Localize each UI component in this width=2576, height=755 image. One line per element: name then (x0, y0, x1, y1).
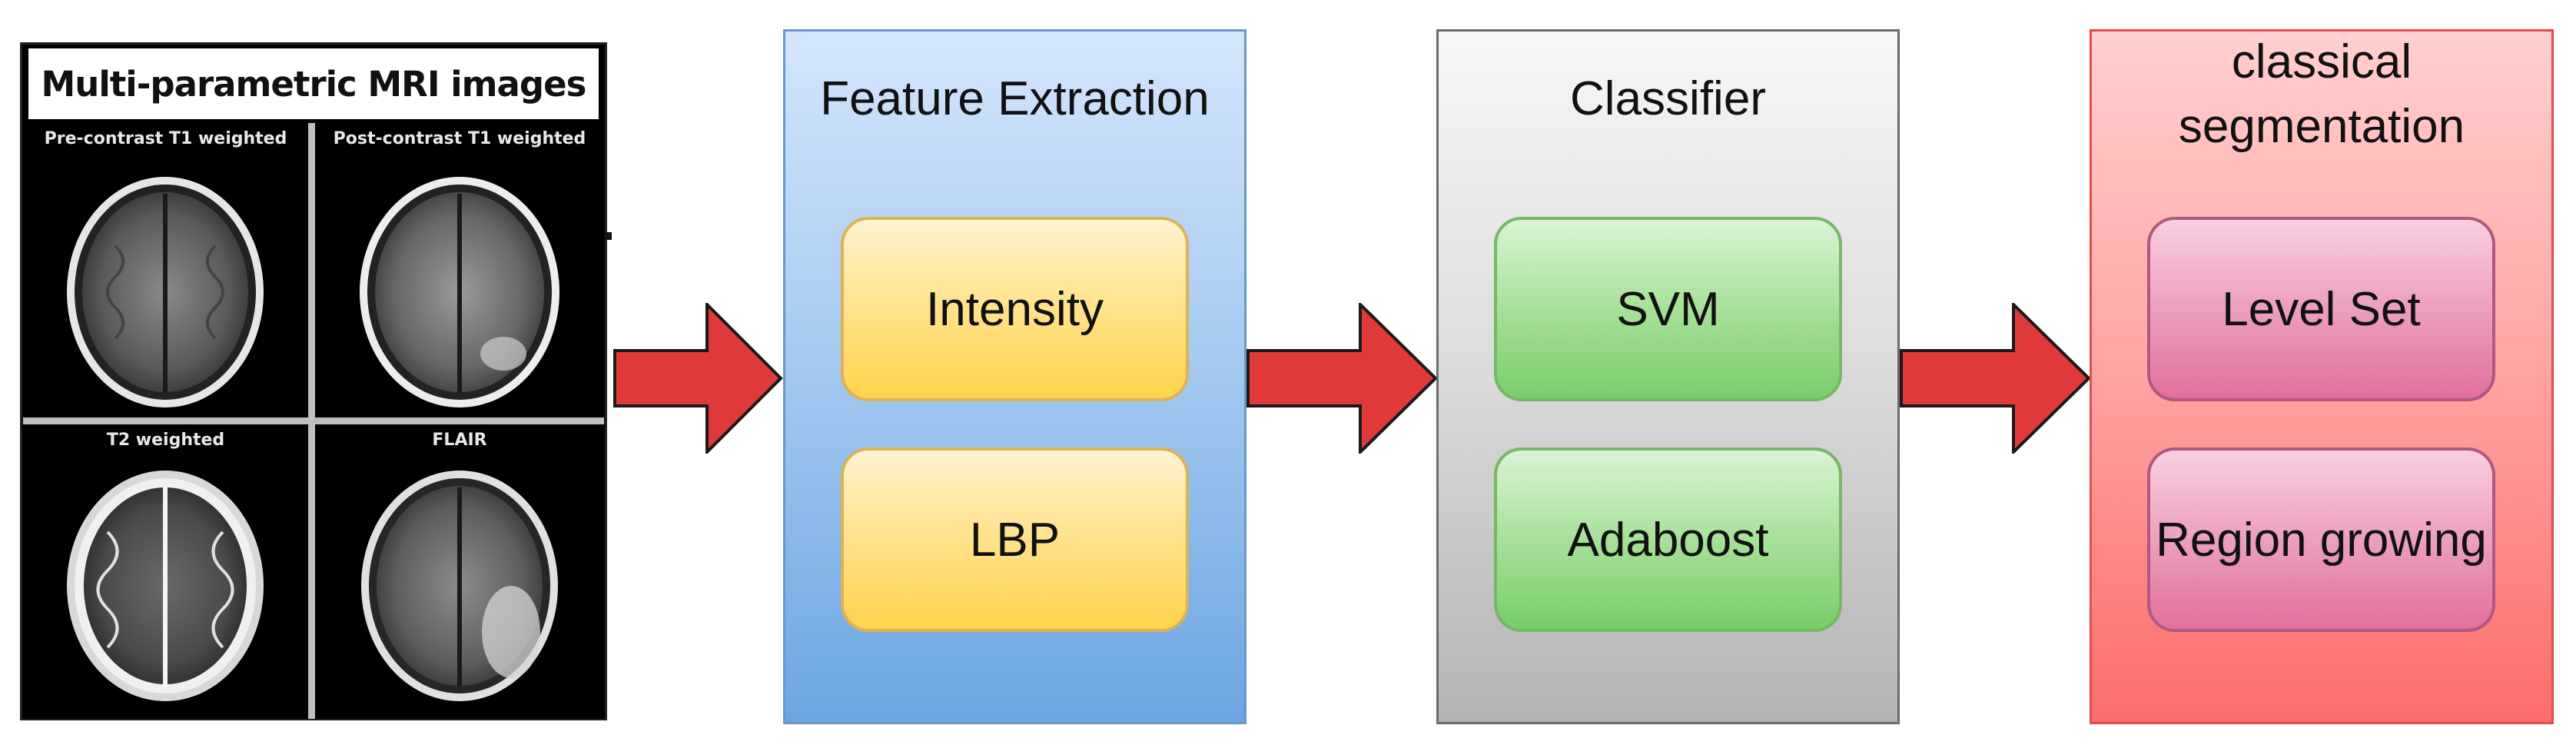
classical-segmentation-title-line-2: segmentation (2178, 100, 2465, 153)
svm-box: SVM (1494, 217, 1842, 401)
mri-image-post-contrast-t1: Post-contrast T1 weighted (315, 123, 604, 417)
mri-image-pre-contrast-t1: Pre-contrast T1 weighted (23, 123, 308, 417)
level-set-box: Level Set (2147, 217, 2495, 401)
classical-segmentation-title-line-1: classical (2231, 35, 2412, 88)
classical-segmentation-stage: classical segmentation Level Set Region … (2090, 29, 2554, 724)
intensity-box: Intensity (841, 217, 1189, 401)
mri-label-post-contrast-t1: Post-contrast T1 weighted (333, 129, 586, 148)
right-arrow-icon-2 (1247, 303, 1439, 454)
mri-image-t2-weighted: T2 weighted (23, 424, 308, 719)
right-arrow-icon-1 (613, 303, 784, 454)
mri-panel-title: Multi-parametric MRI images (26, 46, 601, 121)
lbp-box: LBP (841, 447, 1189, 632)
mri-label-pre-contrast-t1: Pre-contrast T1 weighted (44, 129, 287, 148)
region-growing-box: Region growing (2147, 447, 2495, 632)
mri-image-flair: FLAIR (315, 424, 604, 719)
mri-label-t2-weighted: T2 weighted (106, 431, 225, 450)
mri-grid-divider-horizontal (23, 417, 604, 424)
tick-mark (606, 232, 612, 240)
feature-extraction-title: Feature Extraction (820, 72, 1210, 125)
adaboost-box: Adaboost (1494, 447, 1842, 632)
classifier-title: Classifier (1570, 72, 1766, 125)
feature-extraction-stage: Feature Extraction Intensity LBP (783, 29, 1247, 724)
right-arrow-icon-3 (1900, 303, 2092, 454)
mri-label-flair: FLAIR (432, 431, 487, 450)
classifier-stage: Classifier SVM Adaboost (1436, 29, 1900, 724)
